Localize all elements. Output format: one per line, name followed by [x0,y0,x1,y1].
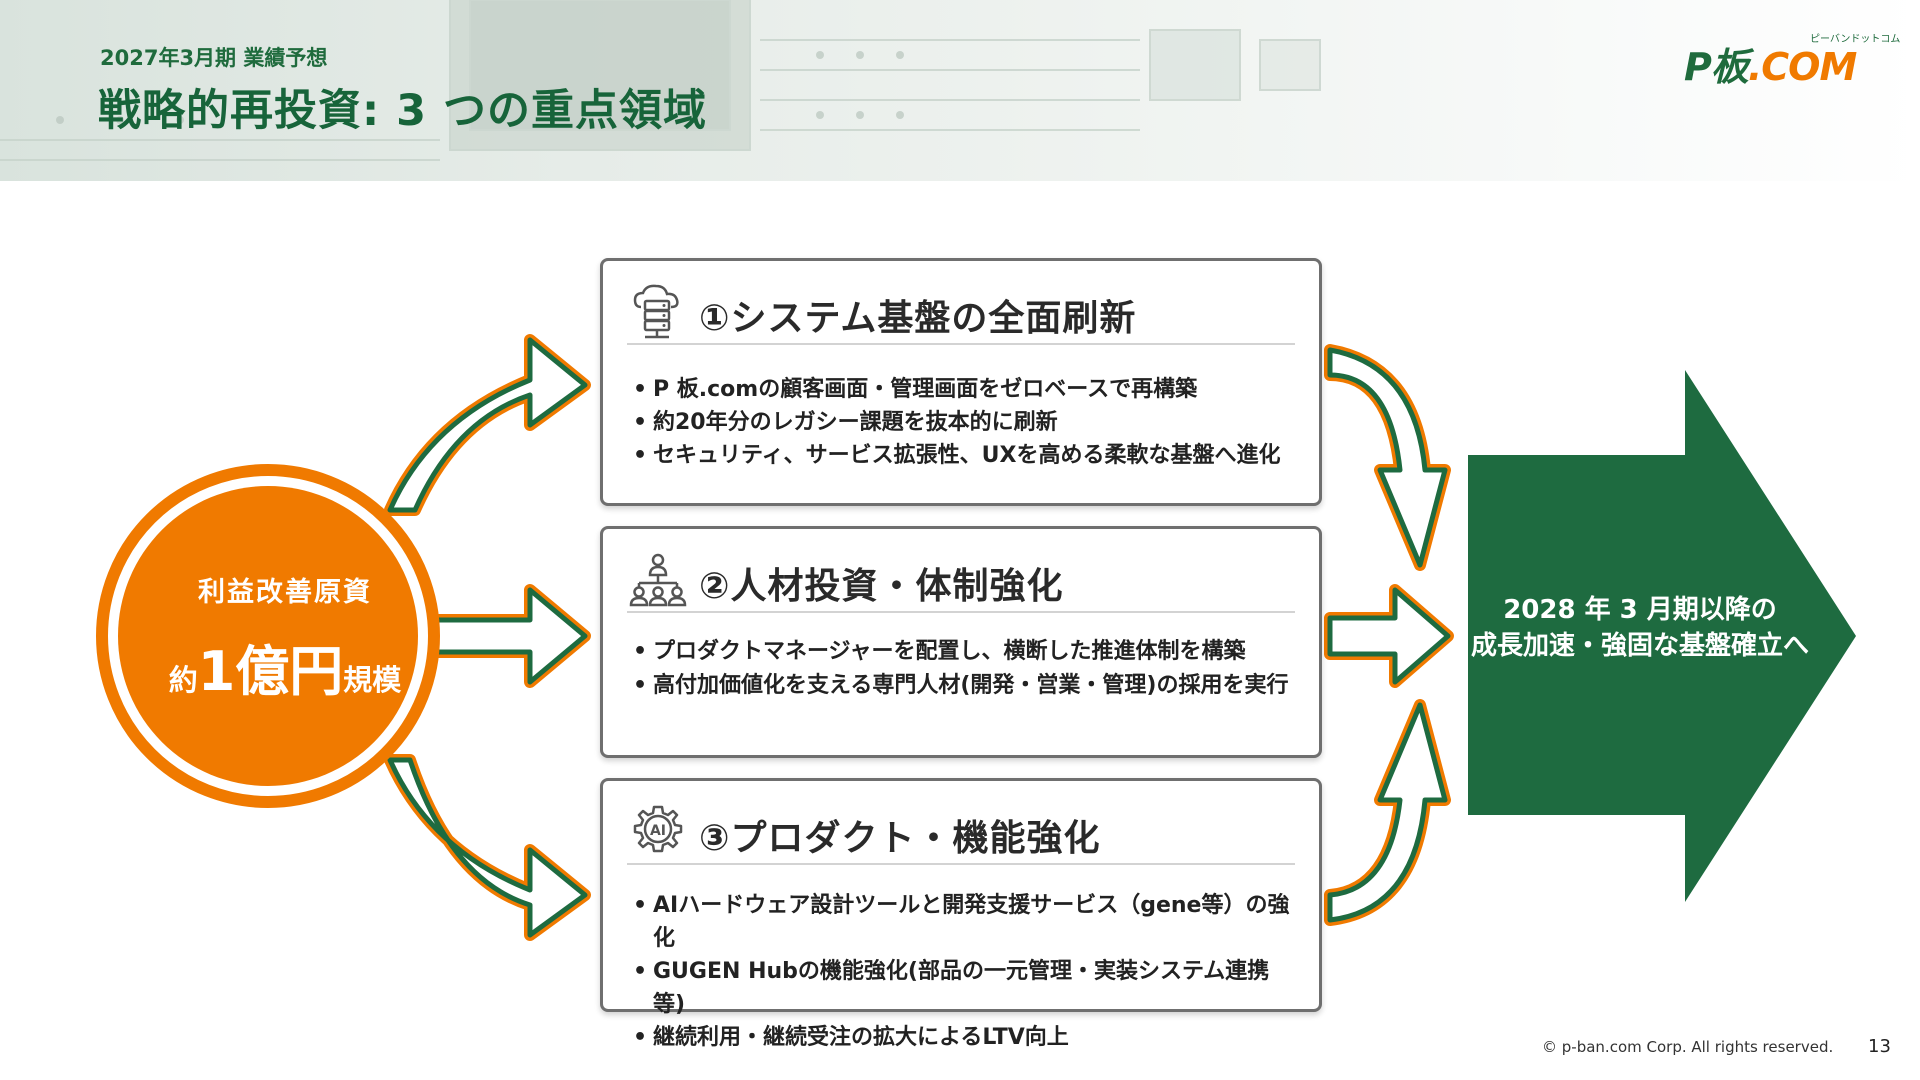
ai-gear-icon: AI [633,805,683,853]
focus-area-card-3: AI ③プロダクト・機能強化 AIハードウェア設計ツールと開発支援サービス（ge… [600,778,1322,1054]
logo-dot: . [1747,45,1762,89]
card-bullets: P 板.comの顧客画面・管理画面をゼロベースで再構築 約20年分のレガシー課題… [633,373,1299,472]
bullet-item: プロダクトマネージャーを配置し、横断した推進体制を構築 [633,637,1299,667]
company-logo: ピーバンドットコム P板.COM [1684,32,1900,89]
funding-amount: 1億円 [197,640,344,703]
result-arrow [1468,370,1856,902]
page-number: 13 [1868,1036,1891,1057]
card-title: ②人材投資・体制強化 [699,566,1064,607]
funding-prefix: 約 [168,663,198,697]
bullet-item: P 板.comの顧客画面・管理画面をゼロベースで再構築 [633,373,1299,406]
header-subtitle: 2027年3月期 業績予想 [100,46,328,70]
bullet-item: セキュリティ、サービス拡張性、UXを高める柔軟な基盤へ進化 [633,439,1299,472]
logo-kana: ピーバンドットコム [1810,34,1901,45]
output-arrows [1324,344,1454,926]
card-header: ①システム基盤の全面刷新 [627,275,1295,345]
card-title: ③プロダクト・機能強化 [699,818,1101,859]
logo-wordmark: P板.COM [1684,36,1857,91]
cloud-server-icon [633,284,679,339]
funding-line1: 利益改善原資 [198,577,372,608]
bullet-item: 約20年分のレガシー課題を抜本的に刷新 [633,406,1299,439]
copyright-notice: © p-ban.com Corp. All rights reserved. [1542,1038,1834,1056]
bullet-item: 高付加価値化を支える専門人材(開発・営業・管理)の採用を実行 [633,671,1299,701]
card-title: ①システム基盤の全面刷新 [699,298,1137,339]
funding-amount-line: 約1億円規模 [130,627,440,706]
funding-suffix: 規模 [343,663,402,697]
card-bullets: プロダクトマネージャーを配置し、横断した推進体制を構築 高付加価値化を支える専門… [633,637,1299,701]
result-line1: 2028 年 3 月期以降の [1503,595,1777,625]
logo-com: COM [1761,45,1857,89]
card-bullets: AIハードウェア設計ツールと開発支援サービス（gene等）の強化 GUGEN H… [633,889,1299,1054]
bullet-item: 継続利用・継続受注の拡大によるLTV向上 [633,1021,1299,1054]
page-title: 戦略的再投資: 3 つの重点領域 [98,86,708,136]
funding-circle [118,486,418,786]
focus-area-card-2: ②人材投資・体制強化 プロダクトマネージャーを配置し、横断した推進体制を構築 高… [600,526,1322,758]
card-header: ②人材投資・体制強化 [627,543,1295,613]
svg-text:AI: AI [650,823,666,839]
bullet-item: AIハードウェア設計ツールと開発支援サービス（gene等）の強化 [633,889,1299,955]
result-label: 2028 年 3 月期以降の 成長加速・強固な基盤確立へ [1470,592,1810,664]
card-header: AI ③プロダクト・機能強化 [627,795,1295,865]
focus-area-card-1: ①システム基盤の全面刷新 P 板.comの顧客画面・管理画面をゼロベースで再構築… [600,258,1322,506]
input-arrows [384,334,591,941]
pcb-background-image [0,0,1321,161]
funding-label: 利益改善原資 約1億円規模 [130,570,440,706]
result-line2: 成長加速・強固な基盤確立へ [1470,631,1809,661]
bullet-item: GUGEN Hubの機能強化(部品の一元管理・実装システム連携等) [633,955,1299,1021]
header-band: 2027年3月期 業績予想 戦略的再投資: 3 つの重点領域 ピーバンドットコム… [0,0,1920,181]
team-network-icon [629,553,687,607]
logo-main-text: P板 [1684,45,1749,89]
